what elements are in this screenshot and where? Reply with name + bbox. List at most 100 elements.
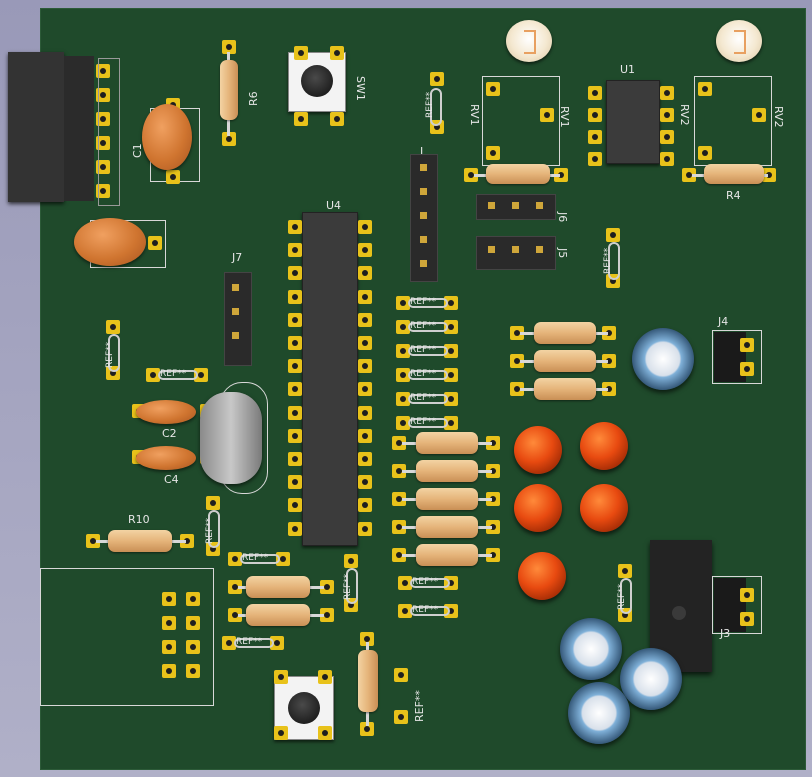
sw1-button[interactable] (288, 52, 346, 112)
j7-pin (232, 308, 239, 315)
j-pin (420, 164, 427, 171)
c2-capacitor (136, 400, 196, 424)
ref-label: REF** (413, 690, 426, 722)
ref-label: REF** (410, 345, 437, 355)
res-pad (392, 548, 406, 562)
ref-label: REF** (410, 393, 437, 403)
ref-footprint (410, 578, 450, 588)
j4-outline (712, 330, 762, 384)
sw1-pad (330, 46, 344, 60)
ref-label: REF** (236, 637, 263, 647)
regulator-hole (672, 606, 686, 620)
res-pad (392, 436, 406, 450)
u4-pad (358, 289, 372, 304)
bottom-button-cap[interactable] (288, 692, 320, 724)
res-pad (486, 520, 500, 534)
u4-pad (358, 475, 372, 490)
ref-label: REF** (412, 577, 439, 587)
j6-pin (512, 202, 519, 209)
u4-pad (288, 452, 302, 466)
ref-footprint (208, 510, 220, 548)
ref-footprint (408, 418, 448, 428)
j5-pin (536, 246, 543, 253)
connector-pad (96, 160, 110, 174)
module-pad (186, 640, 200, 654)
j7-pin (232, 284, 239, 291)
u4-pad (288, 405, 302, 420)
rv2-label-b: RV2 (772, 106, 785, 128)
j4-pad (740, 362, 754, 376)
c2-label: C2 (162, 427, 177, 440)
u1-pad (588, 86, 602, 100)
ref-label: REF** (410, 321, 437, 331)
sw1-button-cap[interactable] (301, 65, 333, 97)
u1-pad (588, 108, 602, 122)
module-pad (186, 616, 200, 630)
module-pad (186, 592, 200, 606)
ref-footprint (608, 242, 620, 280)
j-pin (420, 236, 427, 243)
ref-pad (430, 72, 444, 86)
ref-pad (394, 668, 408, 682)
u1-pad (660, 108, 674, 122)
j-pin (420, 212, 427, 219)
rv2-pad (752, 108, 766, 122)
button-pad (318, 670, 332, 684)
u4-pad (358, 359, 372, 374)
u4-pad (288, 312, 302, 327)
connector-pad (96, 112, 110, 126)
ref-pad (606, 228, 620, 242)
res-pad (486, 464, 500, 478)
ref-pad (396, 416, 410, 430)
ref-label: REF** (410, 417, 437, 427)
u4-pad (358, 312, 372, 327)
ref-pad (106, 320, 120, 334)
j7-label: J7 (232, 251, 243, 264)
r4-pad (762, 168, 776, 182)
ref-label: REF** (242, 553, 269, 563)
cap2-pad (148, 236, 162, 250)
r10-resistor (108, 530, 172, 552)
u1-pad (660, 152, 674, 166)
ecap (560, 618, 622, 680)
ref-label: REF** (410, 369, 437, 379)
j6-pin (488, 202, 495, 209)
c4-capacitor (136, 446, 196, 470)
ref-footprint (620, 578, 632, 614)
ref-label: REF** (160, 369, 187, 379)
ref-pad (394, 710, 408, 724)
sw1-pad (294, 46, 308, 60)
ref-footprint (408, 370, 448, 380)
res-vert-pad (360, 722, 374, 736)
c1-pad (166, 170, 180, 184)
module-pad (162, 616, 176, 630)
ldr1-sensor (506, 20, 552, 62)
rv1-label-a: RV1 (468, 104, 481, 126)
res-pad (228, 580, 242, 594)
ref-pad (398, 604, 412, 618)
ref-footprint (410, 606, 450, 616)
res-lower-2 (246, 604, 310, 626)
u4-pad (358, 452, 372, 466)
r4-resistor (704, 164, 764, 184)
u4-pad (358, 521, 372, 536)
connector-pad (96, 88, 110, 102)
ref-label: REF** (105, 341, 115, 368)
ref-pad (396, 296, 410, 310)
res-pad (602, 326, 616, 340)
u4-pad (358, 382, 372, 397)
u4-pad (288, 359, 302, 374)
j6-pin (536, 202, 543, 209)
c1-label: C1 (131, 143, 144, 158)
led (580, 422, 628, 470)
rv2-pad (698, 82, 712, 96)
ref-pad (444, 344, 458, 358)
res-pad (510, 354, 524, 368)
res-pad (602, 354, 616, 368)
cap2-capacitor (74, 218, 146, 266)
resistor (534, 350, 596, 372)
connector-outline (98, 58, 120, 206)
res-pad (320, 580, 334, 594)
j4-pad (740, 338, 754, 352)
ldr1-pattern (524, 30, 536, 54)
